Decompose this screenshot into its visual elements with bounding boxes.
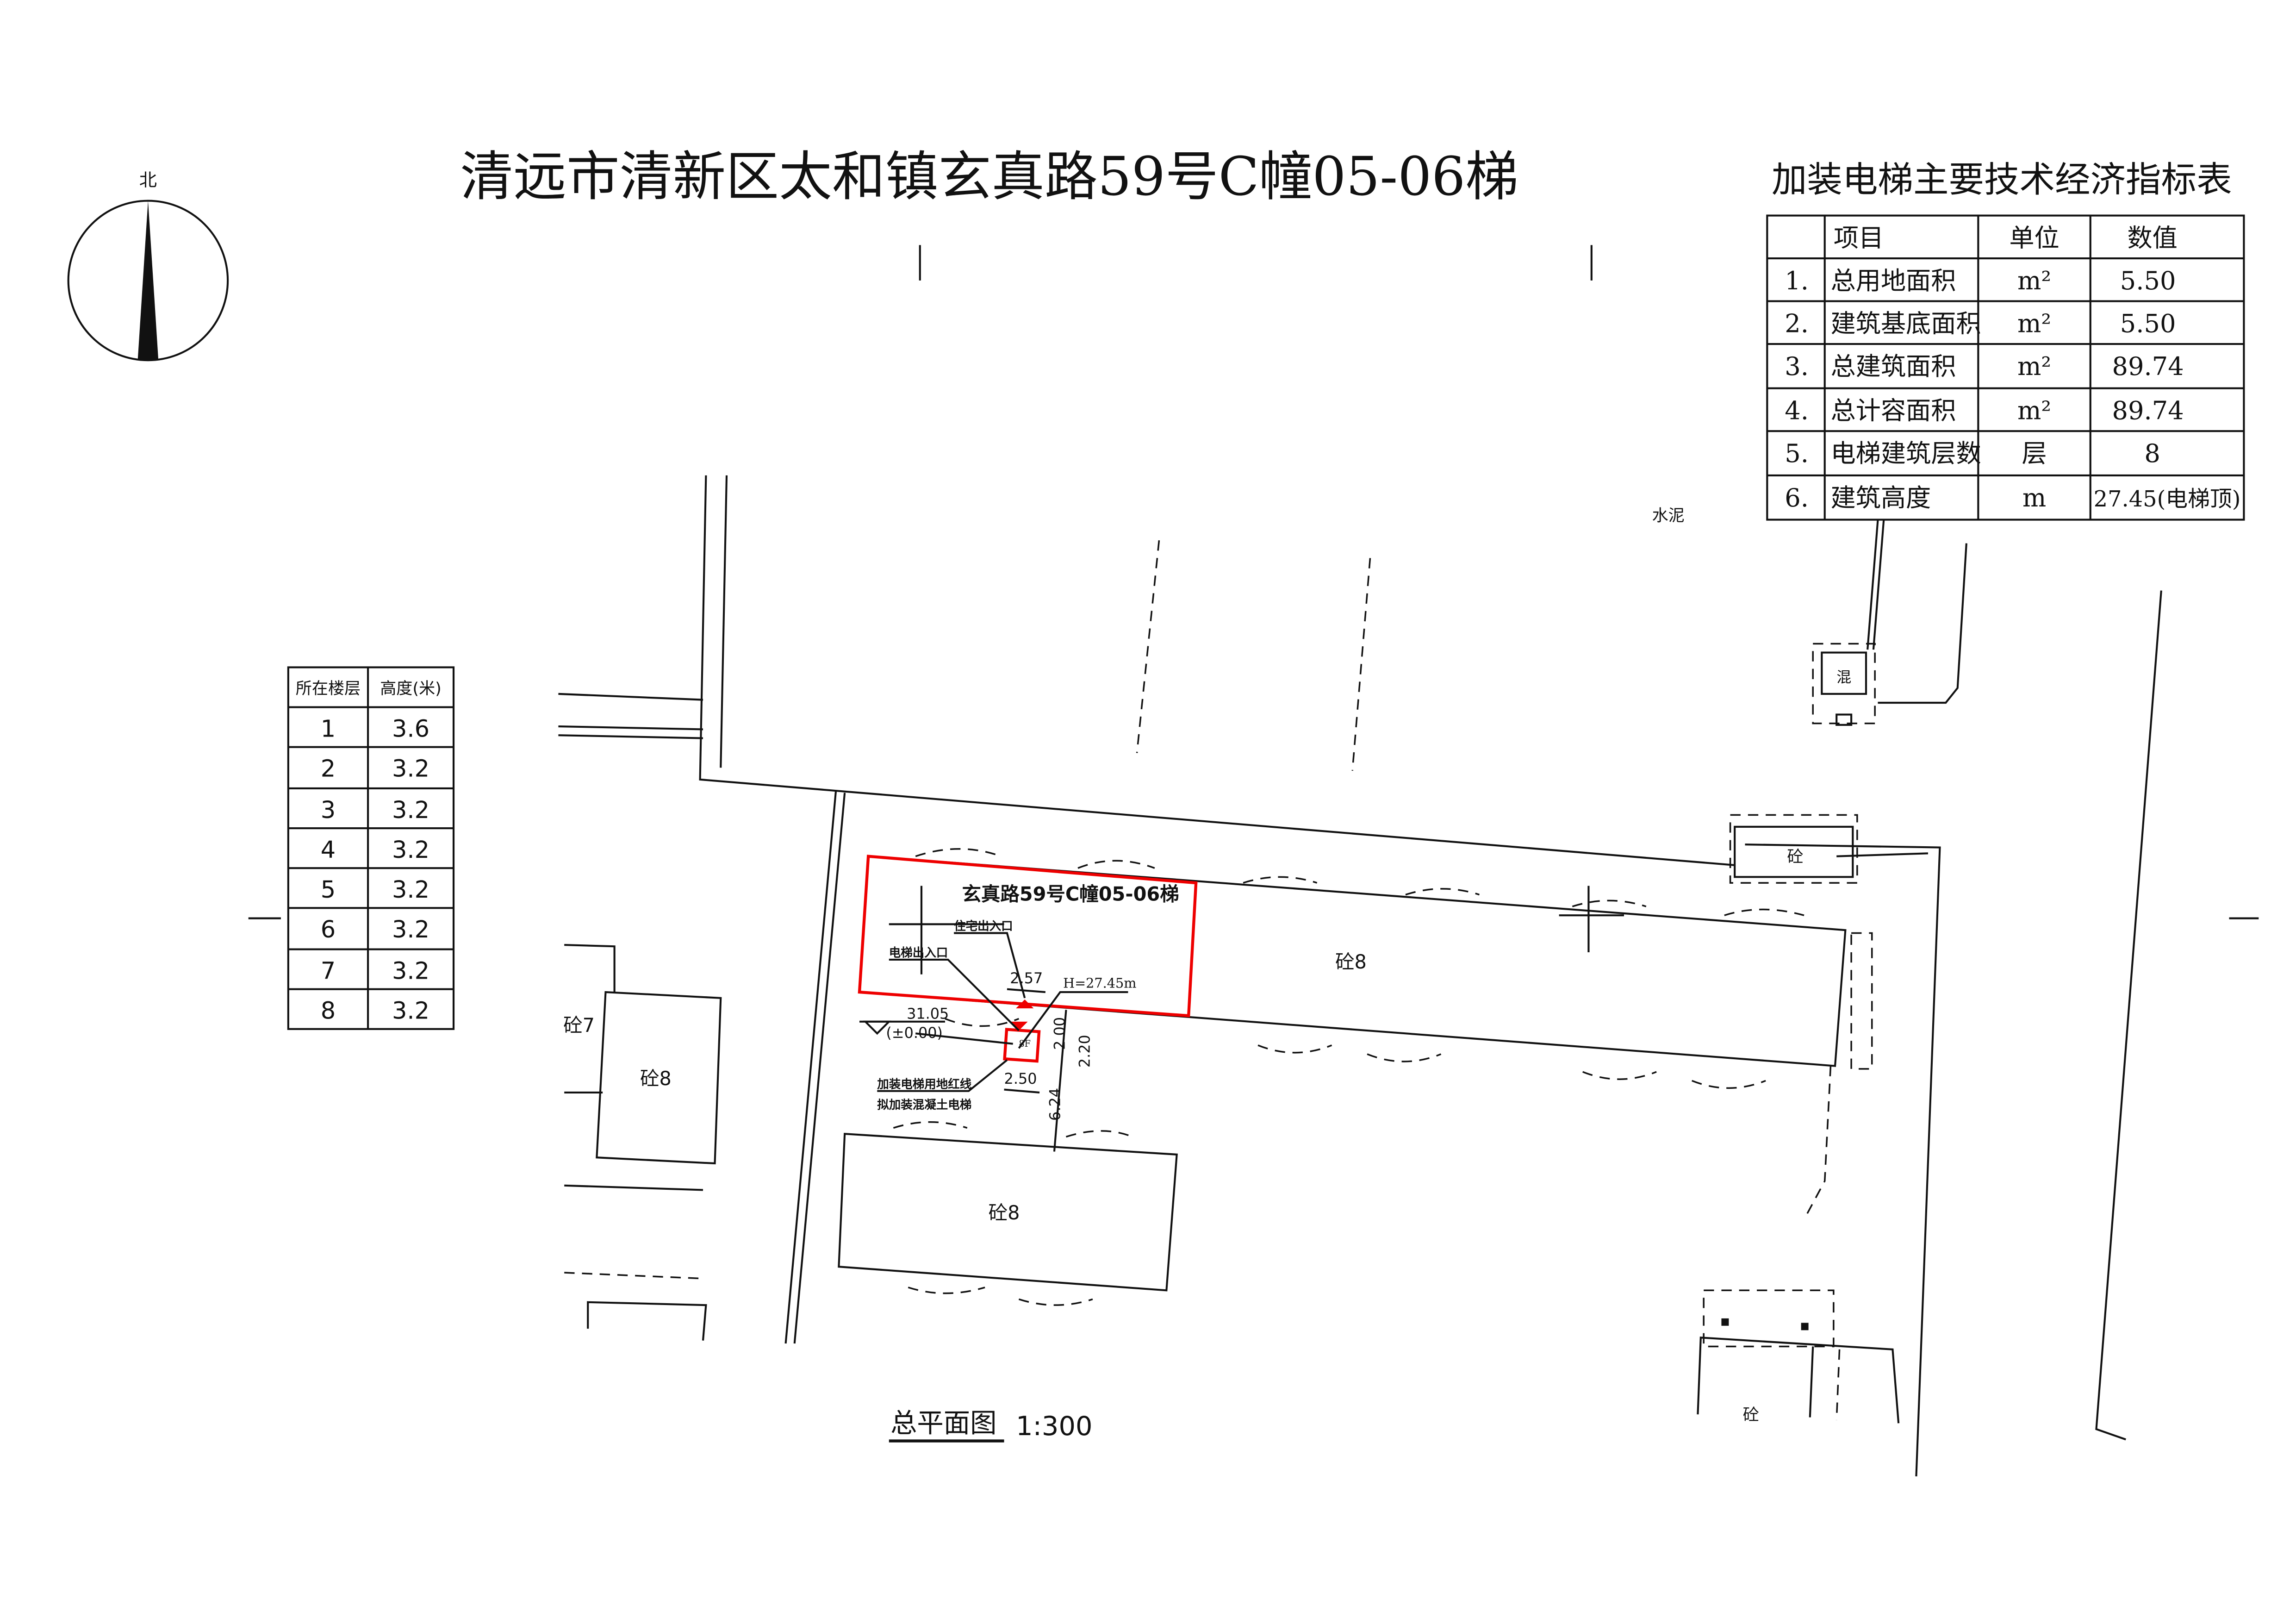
svg-text:3.2: 3.2 (392, 797, 429, 824)
svg-text:高度(米): 高度(米) (380, 679, 442, 698)
svg-text:5.50: 5.50 (2120, 309, 2176, 338)
svg-text:层: 层 (2022, 439, 2047, 468)
svg-text:建筑基底面积: 建筑基底面积 (1830, 309, 1981, 338)
svg-text:89.74: 89.74 (2112, 352, 2184, 381)
svg-text:(±0.00): (±0.00) (886, 1024, 943, 1042)
svg-text:3.2: 3.2 (392, 916, 429, 943)
svg-text:数值: 数值 (2127, 224, 2177, 253)
table-row: 6. 建筑高度 m 27.45(电梯顶) (1785, 483, 2240, 512)
svg-text:5: 5 (321, 876, 336, 904)
svg-text:单位: 单位 (2009, 224, 2059, 253)
residential-entrance-label: 住宅出入口 (954, 919, 1013, 933)
elevator-note: 拟加装混凝土电梯 (877, 1098, 971, 1112)
building-label-right-bottom: 砼 (1743, 1405, 1759, 1424)
svg-text:2: 2 (321, 755, 336, 782)
svg-text:27.45(电梯顶): 27.45(电梯顶) (2094, 487, 2241, 512)
svg-text:所在楼层: 所在楼层 (296, 679, 361, 698)
svg-text:5.50: 5.50 (2120, 266, 2176, 295)
svg-text:2.57: 2.57 (1010, 969, 1043, 987)
svg-text:1.: 1. (1785, 266, 1809, 295)
svg-text:总建筑面积: 总建筑面积 (1830, 352, 1956, 381)
svg-text:31.05: 31.05 (907, 1005, 949, 1022)
svg-text:项目: 项目 (1834, 224, 1884, 253)
table-row: 1. 总用地面积 m² 5.50 (1785, 266, 2176, 295)
svg-text:2.50: 2.50 (1004, 1070, 1037, 1087)
indicator-table: 加装电梯主要技术经济指标表 项目 单位 数值 1. 总用地面积 m² 5.50 2. 建… (1766, 160, 2245, 521)
redline-label: 加装电梯用地红线 (877, 1077, 972, 1091)
building-label-mix: 混 (1836, 668, 1851, 686)
project-redline (858, 855, 1198, 1018)
svg-text:电梯建筑层数: 电梯建筑层数 (1830, 439, 1981, 468)
north-label: 北 (139, 170, 157, 191)
svg-text:6: 6 (321, 916, 336, 943)
svg-text:m²: m² (2017, 352, 2051, 381)
elevator-redline (1003, 1028, 1041, 1063)
svg-text:总用地面积: 总用地面积 (1830, 266, 1956, 295)
svg-text:8: 8 (2144, 439, 2160, 468)
svg-text:4.: 4. (1785, 396, 1809, 425)
svg-text:总计容面积: 总计容面积 (1830, 396, 1956, 425)
svg-text:H=27.45m: H=27.45m (1063, 975, 1136, 991)
caption-scale: 1:300 (1016, 1411, 1092, 1442)
svg-text:m²: m² (2017, 266, 2051, 295)
table-row: 2. 建筑基底面积 m² 5.50 (1785, 309, 2176, 338)
svg-text:89.74: 89.74 (2112, 396, 2184, 425)
north-arrow-icon: 北 (67, 170, 229, 362)
cement-label: 水泥 (1652, 506, 1685, 525)
building-label-left-small: 砼7 (563, 1014, 595, 1037)
svg-text:3.2: 3.2 (392, 755, 429, 782)
svg-text:m²: m² (2017, 396, 2051, 425)
drawing-caption: 总平面图 1:300 (889, 1407, 1092, 1443)
svg-text:5.: 5. (1785, 439, 1809, 468)
svg-text:3.2: 3.2 (392, 876, 429, 904)
svg-text:m: m (2022, 483, 2046, 512)
table-row: 5. 电梯建筑层数 层 8 (1785, 439, 2160, 468)
building-label-main: 砼8 (1335, 951, 1367, 973)
svg-text:3.: 3. (1785, 352, 1809, 381)
building-label-bottom: 砼8 (989, 1202, 1020, 1224)
svg-text:建筑高度: 建筑高度 (1830, 483, 1931, 512)
svg-text:3.2: 3.2 (392, 997, 429, 1024)
svg-text:4: 4 (321, 837, 336, 864)
svg-text:3.6: 3.6 (392, 715, 429, 743)
caption-title: 总平面图 (890, 1407, 997, 1438)
indicator-table-title: 加装电梯主要技术经济指标表 (1772, 160, 2232, 201)
svg-text:8: 8 (321, 997, 336, 1024)
svg-text:3.2: 3.2 (392, 957, 429, 985)
svg-text:1: 1 (321, 715, 336, 743)
svg-text:7: 7 (321, 957, 336, 985)
site-linework (558, 475, 2162, 1477)
svg-text:m²: m² (2017, 309, 2051, 338)
elevator-entrance-label: 电梯出入口 (889, 946, 948, 960)
building-label-left: 砼8 (640, 1068, 672, 1090)
svg-text:2.20: 2.20 (1076, 1035, 1094, 1068)
elevator-site: 玄真路59号C幢05-06梯 住宅出入口 电梯出入口 2.57 H=27.45m… (858, 855, 1198, 1152)
svg-text:3: 3 (321, 797, 336, 824)
building-label: 玄真路59号C幢05-06梯 (962, 883, 1179, 905)
table-row: 3. 总建筑面积 m² 89.74 (1785, 352, 2184, 381)
svg-text:3.2: 3.2 (392, 837, 429, 864)
table-row: 4. 总计容面积 m² 89.74 (1785, 396, 2184, 425)
svg-text:6.: 6. (1785, 483, 1809, 512)
svg-text:6.24: 6.24 (1046, 1088, 1064, 1121)
building-label-right-top: 砼 (1787, 847, 1803, 866)
svg-text:2.: 2. (1785, 309, 1809, 338)
svg-text:8F: 8F (1019, 1038, 1030, 1049)
drawing-title: 清远市清新区太和镇玄真路59号C幢05-06梯 (460, 146, 1518, 208)
